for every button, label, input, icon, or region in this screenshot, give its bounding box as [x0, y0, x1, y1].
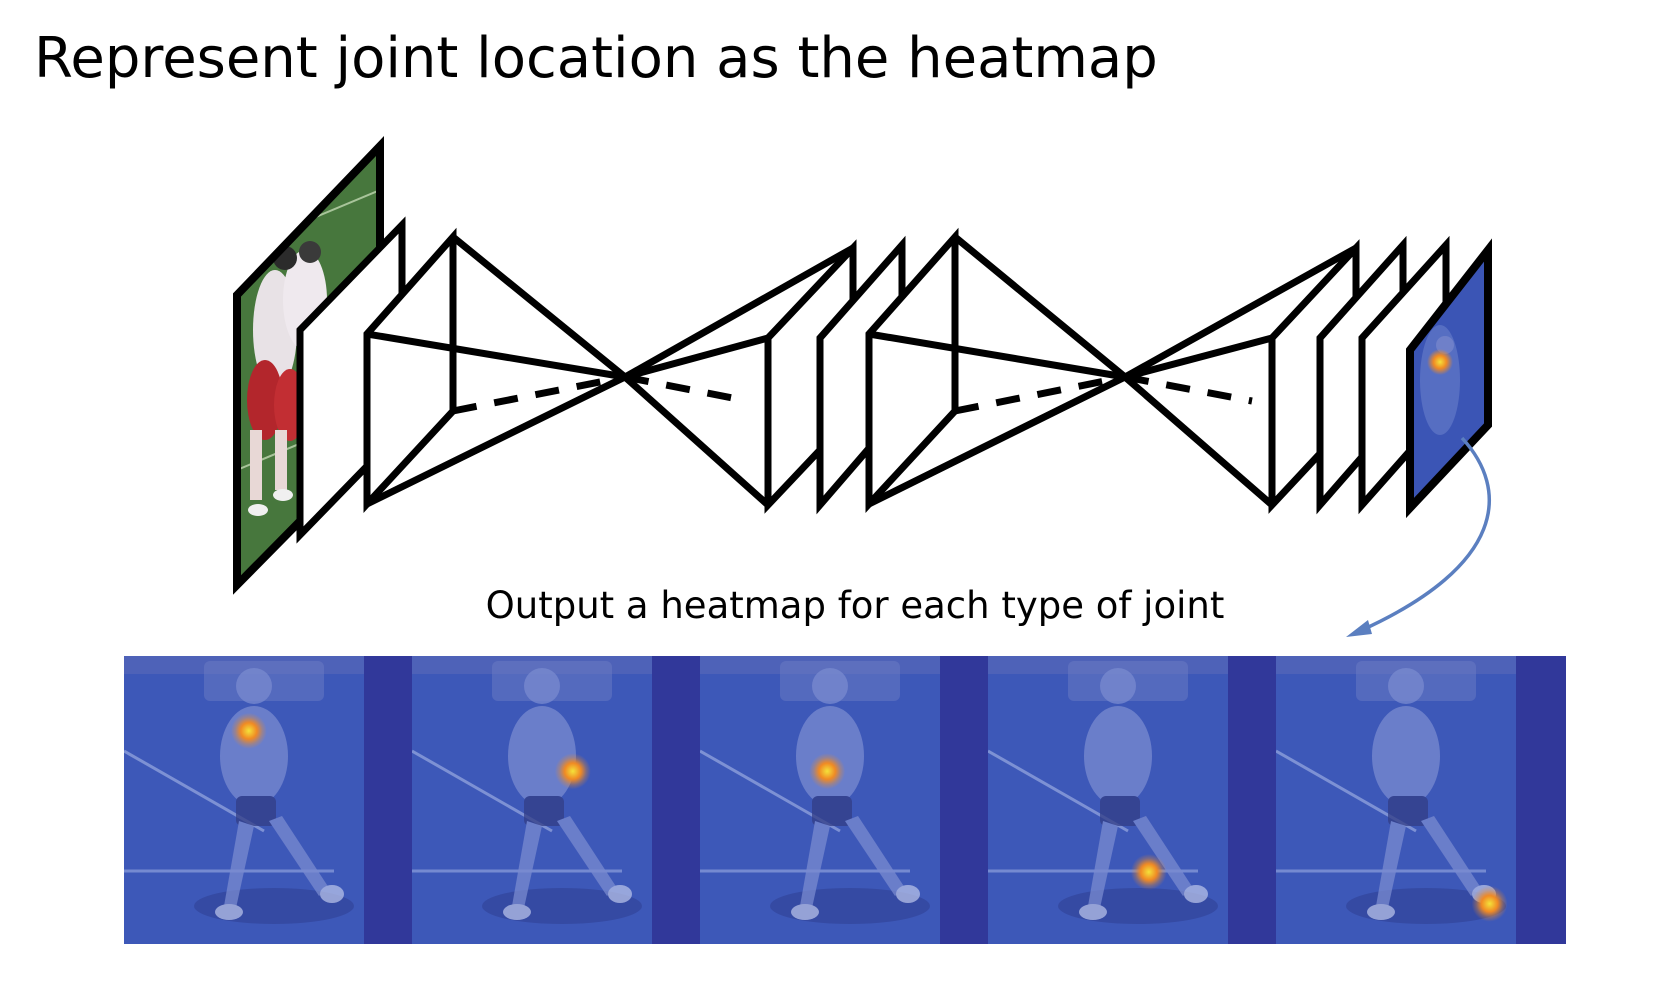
decoder-block-2 [1122, 239, 1360, 514]
encoder-block-1 [363, 227, 628, 513]
heatmap-panel [412, 656, 652, 944]
heatmap-canvas [412, 656, 652, 924]
output-arrow [1346, 436, 1491, 637]
joint-hotspot [230, 712, 267, 749]
joint-hotspot [1130, 854, 1167, 890]
heatmap-panel [988, 656, 1228, 944]
heatmap-canvas [988, 656, 1228, 924]
encoder-block-2 [865, 227, 1128, 513]
heatmap-panel [700, 656, 940, 944]
heatmap-canvas [700, 656, 940, 924]
athlete-silhouette [503, 668, 632, 920]
heatmap-strip [124, 656, 1566, 944]
hourglass-network-diagram [233, 136, 1492, 637]
joint-hotspot [1471, 885, 1508, 922]
heatmap-canvas [1276, 656, 1516, 924]
athlete-silhouette [1079, 668, 1208, 920]
heatmap-panel [124, 656, 364, 944]
joint-hotspot [554, 753, 591, 790]
heatmap-panel [1276, 656, 1516, 944]
page-title: Represent joint location as the heatmap [34, 26, 1158, 91]
athlete-silhouette [1367, 668, 1496, 920]
heatmap-caption: Output a heatmap for each type of joint [485, 584, 1225, 627]
heatmap-canvas [124, 656, 364, 924]
athlete-silhouette [215, 668, 344, 920]
joint-hotspot [809, 753, 846, 790]
athlete-silhouette [791, 668, 920, 920]
